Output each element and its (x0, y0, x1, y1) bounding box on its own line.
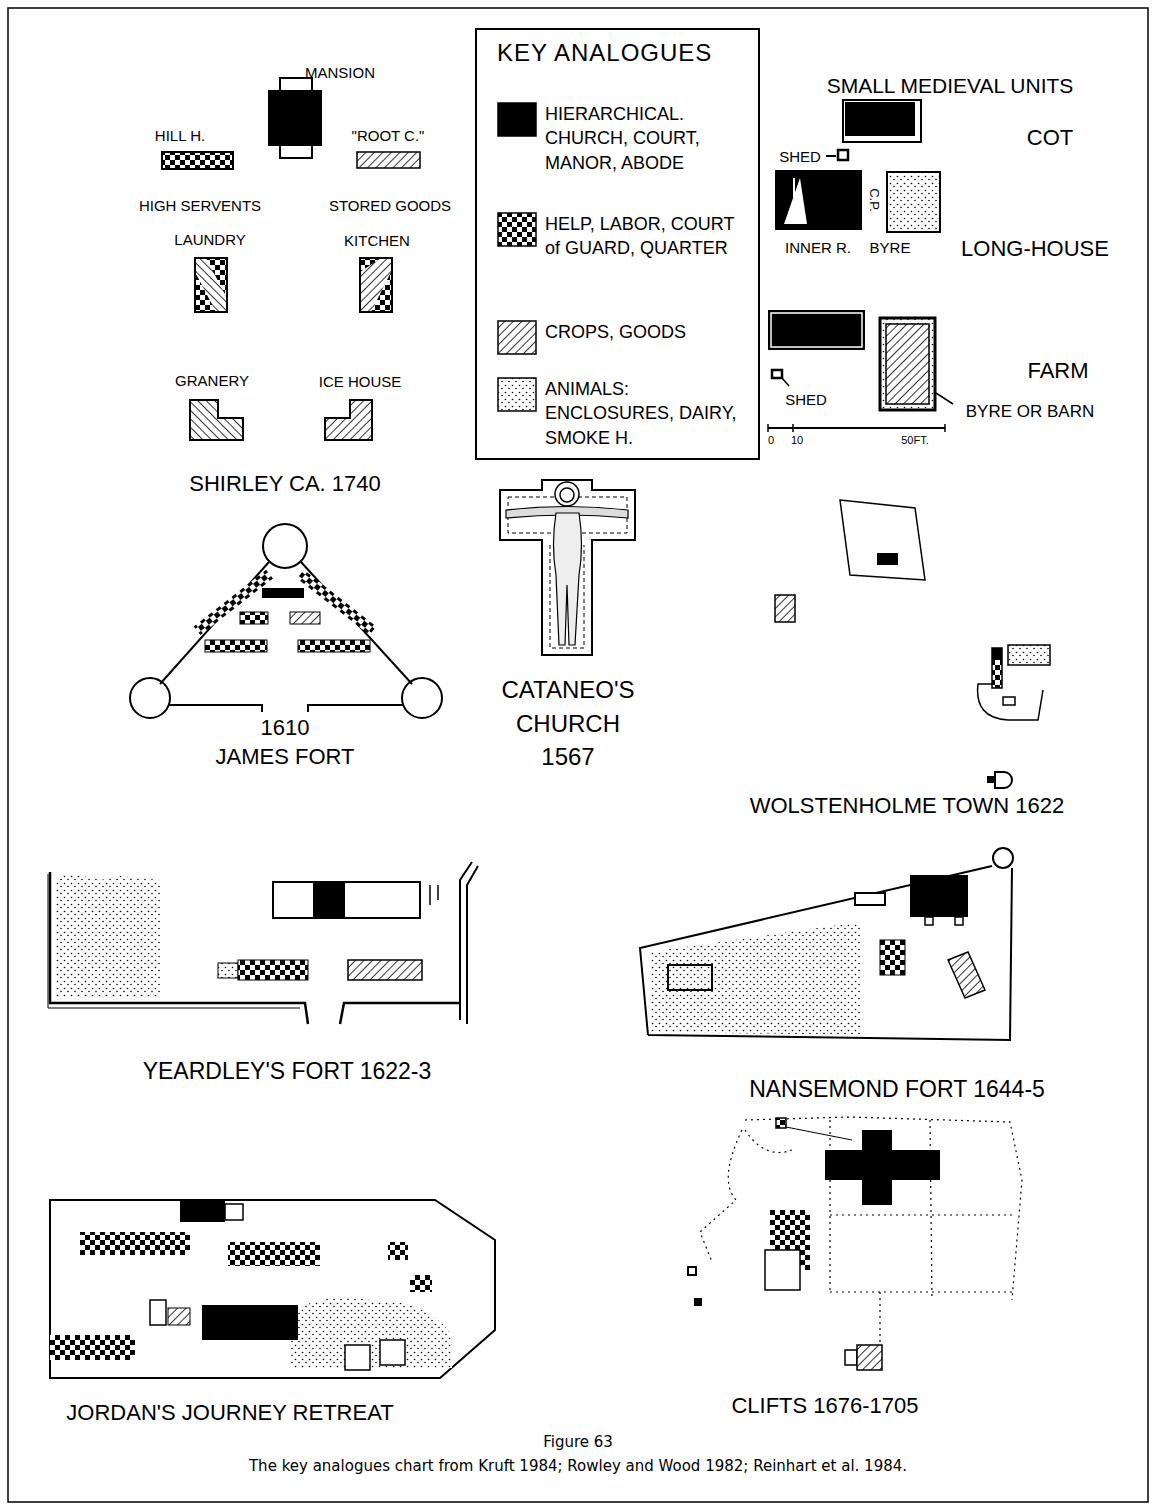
legend-entry: CROPS, GOODS (477, 320, 758, 344)
label-text: JORDAN'S JOURNEY RETREAT (66, 1400, 393, 1425)
site-title: 1610 (261, 716, 310, 740)
building-label: BYRE (870, 240, 911, 257)
label-text: MANSION (305, 64, 375, 81)
site-title: NANSEMOND FORT 1644-5 (749, 1077, 1045, 1102)
building-label: LAUNDRY (174, 232, 245, 249)
legend-entry: HELP, LABOR, COURT of GUARD, QUARTER (477, 212, 758, 261)
unit-label: LONG-HOUSE (961, 237, 1109, 261)
legend-swatch (498, 378, 536, 411)
legend-entry: ANIMALS: ENCLOSURES, DAIRY, SMOKE H. (477, 377, 758, 450)
key-box: KEY ANALOGUES HIERARCHICAL. CHURCH, COURT… (475, 28, 760, 460)
site-title: JAMES FORT (216, 745, 355, 769)
legend-text: ANIMALS: ENCLOSURES, DAIRY, SMOKE H. (545, 377, 752, 450)
label-text: CLIFTS 1676-1705 (731, 1393, 918, 1418)
label-text: ICE HOUSE (319, 373, 402, 390)
building-label: HILL H. (155, 128, 205, 145)
legend-swatch (497, 102, 537, 137)
legend-entry: HIERARCHICAL. CHURCH, COURT, MANOR, ABOD… (477, 102, 758, 175)
building-label: BYRE OR BARN (966, 403, 1094, 422)
group-label: STORED GOODS (329, 198, 451, 215)
label-text: C.P. (867, 188, 882, 212)
label-text: 0 (768, 434, 774, 446)
scale-number: 50FT. (901, 434, 929, 446)
legend-text: HIERARCHICAL. CHURCH, COURT, MANOR, ABOD… (545, 102, 752, 175)
label-text: KITCHEN (344, 232, 410, 249)
label-text: "ROOT C." (352, 127, 425, 144)
building-label: SHED (785, 392, 827, 409)
label-text: WOLSTENHOLME TOWN 1622 (750, 793, 1065, 818)
label-text: 1610 (261, 715, 310, 740)
label-text: JAMES FORT (216, 744, 355, 769)
site-title: YEARDLEY'S FORT 1622-3 (143, 1059, 432, 1084)
label-text: SHED (779, 148, 821, 165)
label-text: FARM (1027, 358, 1088, 383)
label-text: 10 (791, 434, 803, 446)
site-title: CLIFTS 1676-1705 (731, 1394, 918, 1418)
label-text: INNER R. (785, 239, 851, 256)
figure-number: Figure 63 (543, 1434, 613, 1451)
label-text: SHED (785, 391, 827, 408)
figure-caption: The key analogues chart from Kruft 1984;… (249, 1457, 907, 1475)
site-title: JORDAN'S JOURNEY RETREAT (66, 1401, 393, 1425)
label-text: SHIRLEY CA. 1740 (189, 471, 381, 496)
label-text: COT (1027, 125, 1073, 150)
site-title: WOLSTENHOLME TOWN 1622 (750, 794, 1065, 818)
legend-swatch (498, 321, 536, 354)
label-text: HILL H. (155, 127, 205, 144)
building-label: SHED (779, 149, 821, 166)
building-label: KITCHEN (344, 233, 410, 250)
section-title: SMALL MEDIEVAL UNITS (827, 74, 1074, 97)
legend-text: HELP, LABOR, COURT of GUARD, QUARTER (545, 212, 752, 261)
scale-number: 10 (791, 434, 803, 446)
label-text: STORED GOODS (329, 197, 451, 214)
label-text: LONG-HOUSE (961, 236, 1109, 261)
label-text: CATANEO'S CHURCH 1567 (501, 676, 634, 770)
site-title: CATANEO'S CHURCH 1567 (493, 673, 643, 774)
building-label: ICE HOUSE (319, 374, 402, 391)
legend-swatch (497, 377, 537, 412)
legend-swatch (497, 212, 537, 247)
label-text: SMALL MEDIEVAL UNITS (827, 74, 1074, 97)
legend-swatch (497, 320, 537, 355)
legend-swatch (498, 213, 536, 246)
building-label: INNER R. (785, 240, 851, 257)
label-text: Figure 63 (543, 1433, 613, 1451)
scale-number: 0 (768, 434, 774, 446)
group-label: HIGH SERVENTS (139, 198, 261, 215)
key-heading: KEY ANALOGUES (477, 30, 758, 66)
label-text: HIGH SERVENTS (139, 197, 261, 214)
unit-label: FARM (1027, 359, 1088, 383)
building-label: MANSION (305, 65, 375, 82)
unit-label: COT (1027, 126, 1073, 150)
site-title: SHIRLEY CA. 1740 (189, 472, 381, 496)
label-text: YEARDLEY'S FORT 1622-3 (143, 1058, 432, 1084)
label-text: BYRE (870, 239, 911, 256)
building-label: GRANERY (175, 373, 249, 390)
label-text: GRANERY (175, 372, 249, 389)
label-text: LAUNDRY (174, 231, 245, 248)
label-text: 50FT. (901, 434, 929, 446)
legend-swatch (498, 103, 536, 136)
label-text: BYRE OR BARN (966, 402, 1094, 421)
label-text: NANSEMOND FORT 1644-5 (749, 1076, 1045, 1102)
legend-text: CROPS, GOODS (545, 320, 752, 344)
building-label: "ROOT C." (352, 128, 425, 145)
building-label: C.P. (867, 188, 881, 212)
